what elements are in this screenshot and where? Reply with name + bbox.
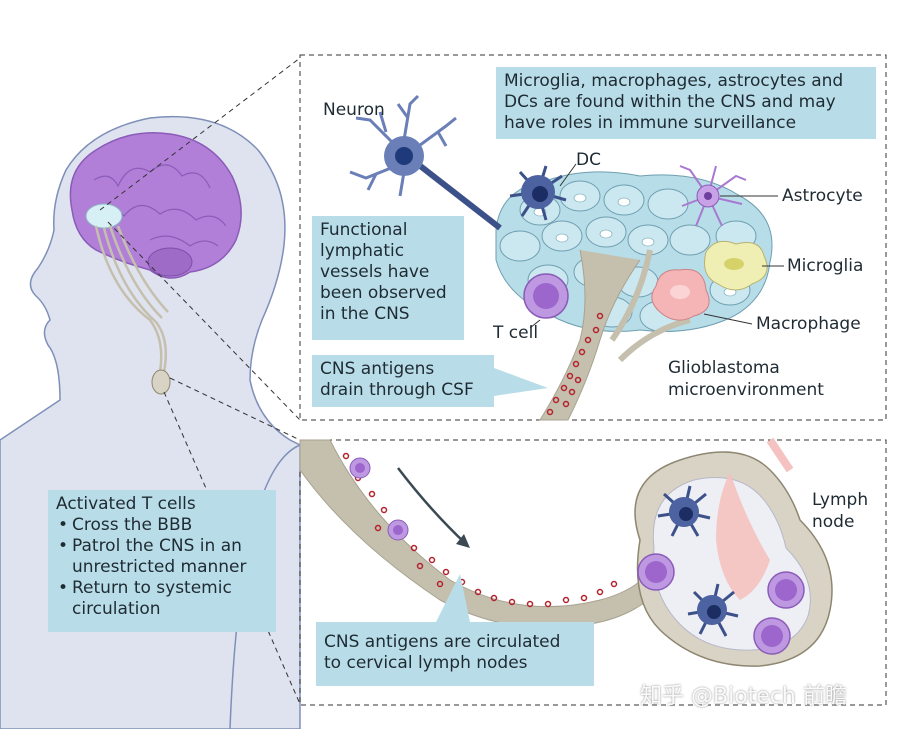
csf-drain-box: CNS antigens drain through CSF bbox=[312, 355, 494, 407]
list-item: Cross the BBB bbox=[56, 515, 268, 536]
neuron-cell bbox=[349, 94, 502, 231]
lymph-circulation-box: CNS antigens are circulated to cervical … bbox=[316, 622, 594, 686]
glioblastoma-label-line1: Glioblastoma bbox=[668, 358, 780, 378]
cervical-lymph-node-small bbox=[151, 369, 171, 395]
immune-surveillance-box: Microglia, macrophages, astrocytes and D… bbox=[496, 67, 876, 139]
microglia-cell bbox=[704, 240, 768, 291]
neck-lymphatic-vessels bbox=[94, 225, 169, 373]
lymphatic-vessels-line: vessels have bbox=[320, 262, 430, 282]
lymphatic-vessels-line: Functional bbox=[320, 220, 408, 240]
lymph-circulation-line: CNS antigens are circulated bbox=[324, 632, 561, 652]
astrocyte-cell bbox=[679, 165, 747, 227]
immune-surveillance-line: Microglia, macrophages, astrocytes and bbox=[504, 71, 844, 91]
lymph-callout-pointer bbox=[436, 574, 470, 622]
lymph-panel bbox=[299, 439, 887, 706]
microglia-label: Microglia bbox=[787, 256, 864, 276]
macrophage-label: Macrophage bbox=[756, 314, 861, 334]
activated-t-cells-title: Activated T cells bbox=[56, 494, 196, 514]
csf-antigen-dots bbox=[546, 312, 604, 416]
activated-t-cells-box: Activated T cells Cross the BBB Patrol t… bbox=[48, 490, 276, 632]
lymph-circulation-line: to cervical lymph nodes bbox=[324, 653, 528, 673]
lymph-node-label-line1: Lymph bbox=[812, 490, 869, 510]
t-cells-in-vessel bbox=[349, 457, 409, 541]
t-cell-top bbox=[523, 273, 569, 319]
lymph-node bbox=[634, 437, 833, 667]
activated-t-cells-list: Cross the BBB Patrol the CNS in anunrest… bbox=[56, 515, 268, 620]
astrocyte-label: Astrocyte bbox=[782, 186, 863, 206]
t-cells-lymph-node bbox=[637, 553, 805, 655]
lymphatic-vessels-line: lymphatic bbox=[320, 241, 405, 261]
csf-callout-pointer bbox=[494, 368, 548, 396]
immune-surveillance-line: DCs are found within the CNS and may bbox=[504, 92, 836, 112]
dc-label: DC bbox=[576, 150, 601, 170]
cns-panel bbox=[299, 54, 887, 421]
lymphatic-vessels-box: Functional lymphatic vessels have been o… bbox=[312, 216, 464, 340]
csf-drainage-vessel bbox=[539, 249, 691, 421]
lymphatic-vessels-line: in the CNS bbox=[320, 304, 410, 324]
dendritic-cell-top bbox=[509, 165, 567, 221]
zoom-connector-lines bbox=[99, 57, 301, 705]
lymphatic-vessels-line: been observed bbox=[320, 283, 447, 303]
watermark: 知乎 @Biotech 前瞻 bbox=[640, 684, 847, 709]
neuron-label: Neuron bbox=[323, 100, 385, 120]
t-cell-label: T cell bbox=[493, 323, 539, 343]
dendritic-cells-lymph-node bbox=[657, 485, 739, 637]
label-leader-lines-top bbox=[529, 163, 784, 329]
flow-arrowhead bbox=[456, 534, 470, 548]
macrophage-cell bbox=[651, 268, 710, 321]
flow-direction-arrow bbox=[397, 467, 467, 545]
glioblastoma-label-line2: microenvironment bbox=[668, 380, 824, 400]
immune-surveillance-line: have roles in immune surveillance bbox=[504, 113, 797, 133]
lymph-node-label-line2: node bbox=[812, 512, 855, 532]
brain bbox=[69, 131, 242, 279]
csf-drain-line: drain through CSF bbox=[320, 380, 474, 400]
csf-drain-line: CNS antigens bbox=[320, 359, 435, 379]
